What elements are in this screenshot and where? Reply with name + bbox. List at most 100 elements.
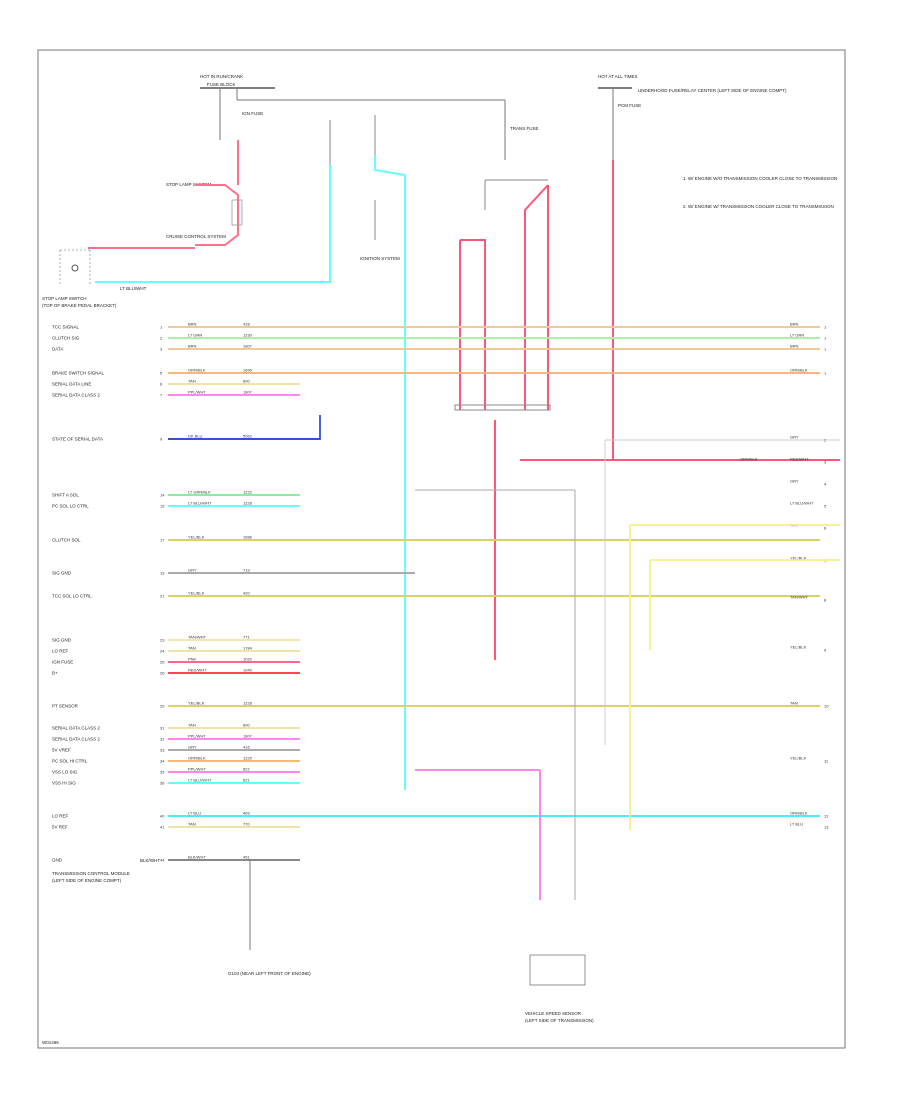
- hot-run-label: HOT IN RUN/CRANK: [200, 74, 243, 79]
- vss-location: (LEFT SIDE OF TRANSMISSION): [525, 1018, 594, 1023]
- pin-number: 23: [160, 638, 165, 643]
- right-wire-label: BRN: [790, 344, 799, 349]
- circuit-number: 800: [243, 379, 250, 384]
- right-side-label: TAN: [790, 701, 798, 706]
- wire-color: GRY: [188, 568, 197, 573]
- right-pin-number: 1: [824, 371, 827, 376]
- note-2: 2. W/ ENGINE W/ TRANSMISSION COOLER CLOS…: [683, 204, 834, 209]
- circuit-number: 800: [243, 723, 250, 728]
- wire-color: YEL/BLK: [188, 591, 205, 596]
- right-side-extra-label: ORN/BLK: [740, 457, 758, 462]
- right-wire-label: LT GRN: [790, 333, 804, 338]
- pin-number: 17: [160, 538, 165, 543]
- pin-label: VSS LO SIG: [52, 770, 78, 775]
- right-side-label: LT BLU: [790, 822, 803, 827]
- circuit-number: 771: [243, 635, 250, 640]
- wire-color: PPL/WHT: [188, 767, 206, 772]
- connector-c1: [231, 199, 243, 226]
- wire-color: ORN/BLK: [188, 368, 206, 373]
- note-1: 1. W/ ENGINE W/O TRANSMISSION COOLER CLO…: [683, 176, 837, 181]
- pin-number: 9: [160, 437, 163, 442]
- ground-wire-label: BLK/WHT: [140, 858, 160, 863]
- pcm-fuse-label: PCM FUSE: [618, 103, 641, 108]
- hot-at-all-times-label: HOT AT ALL TIMES: [598, 74, 638, 79]
- pin-label: PC SOL HI CTRL: [52, 759, 88, 764]
- pin-number: 14: [160, 493, 165, 498]
- brake-switch-wiring: [95, 140, 239, 249]
- pin-label: SHIFT A SOL: [52, 493, 79, 498]
- pin-number: 3: [160, 347, 163, 352]
- cross-wires: [319, 415, 840, 900]
- circuit-number: 420: [243, 591, 250, 596]
- circuit-number: 1040: [243, 668, 253, 673]
- pin-number: 24: [160, 649, 165, 654]
- pin-label: VSS HI SIG: [52, 781, 76, 786]
- wire-color: ORN/BLK: [188, 756, 206, 761]
- pin-label: B+: [52, 671, 58, 676]
- pin-number: 26: [160, 671, 165, 676]
- circuit-number: 5062: [243, 434, 253, 439]
- right-side-label: TAN/WHT: [790, 595, 808, 600]
- pin-number: 1: [160, 325, 163, 330]
- pin-label: TCC SIGNAL: [52, 325, 80, 330]
- wire-color: YEL/BLK: [188, 535, 205, 540]
- circuit-number: 1228: [243, 701, 253, 706]
- bus-label: FUSE BLOCK: [207, 82, 236, 87]
- brake-switch-subtitle: (TOP OF BRAKE PEDAL BRACKET): [42, 303, 117, 308]
- circuit-number: 416: [243, 745, 250, 750]
- grey-drop-wires: [329, 115, 376, 240]
- notes: 1. W/ ENGINE W/O TRANSMISSION COOLER CLO…: [683, 176, 837, 209]
- pin-label: LO REF: [52, 814, 69, 819]
- right-side-label: YEL/BLK: [790, 645, 807, 650]
- circuit-number: 822: [243, 767, 250, 772]
- pin-label: GND: [52, 858, 63, 863]
- circuit-number: 1784: [243, 646, 253, 651]
- circuit-number: 821: [243, 778, 250, 783]
- pin-label: 5V REF: [52, 825, 68, 830]
- right-side-number: 4: [824, 482, 827, 487]
- circuit-number: 1228: [243, 501, 253, 506]
- pin-label: CLUTCH SIG: [52, 336, 80, 341]
- cruise-system-label: CRUISE CONTROL SYSTEM: [166, 234, 226, 239]
- pin-number: 34: [160, 759, 165, 764]
- pin-number: 36: [160, 781, 165, 786]
- circuit-number: 1695: [243, 368, 253, 373]
- pin-number: 41: [160, 825, 165, 830]
- wire-color: TAN: [188, 379, 196, 384]
- pin-number: 25: [160, 660, 165, 665]
- right-side-label: YEL/BLK: [790, 756, 807, 761]
- pin-label: STATE OF SERIAL DATA: [52, 437, 103, 442]
- pin-number: 29: [160, 704, 165, 709]
- right-side-label: GRY: [790, 479, 799, 484]
- right-side-label: RED/WHT: [790, 457, 809, 462]
- pcm-location: (LEFT SIDE OF ENGINE COMPT): [52, 878, 122, 883]
- wire-color: PPL/WHT: [188, 734, 206, 739]
- pin-label: TCC SOL LO CTRL: [52, 594, 92, 599]
- wire-color: BLK/WHT: [188, 855, 206, 860]
- wire-color: BRN: [188, 322, 197, 327]
- circuit-number: 1807: [243, 344, 253, 349]
- pin-label: SIG GND: [52, 571, 72, 576]
- circuit-number: 1222: [243, 490, 253, 495]
- circuit-number: 1807: [243, 390, 253, 395]
- pin-number: 19: [160, 571, 165, 576]
- stop-lamp-system-label: STOP LAMP SYSTEM: [166, 182, 212, 187]
- central-harness: [459, 184, 549, 410]
- pin-label: IGN FUSE: [52, 660, 73, 665]
- pin-label: CLUTCH SOL: [52, 538, 81, 543]
- wire-color: LT GRN/BLK: [188, 490, 211, 495]
- right-side-label: LT BLU/WHT: [790, 501, 814, 506]
